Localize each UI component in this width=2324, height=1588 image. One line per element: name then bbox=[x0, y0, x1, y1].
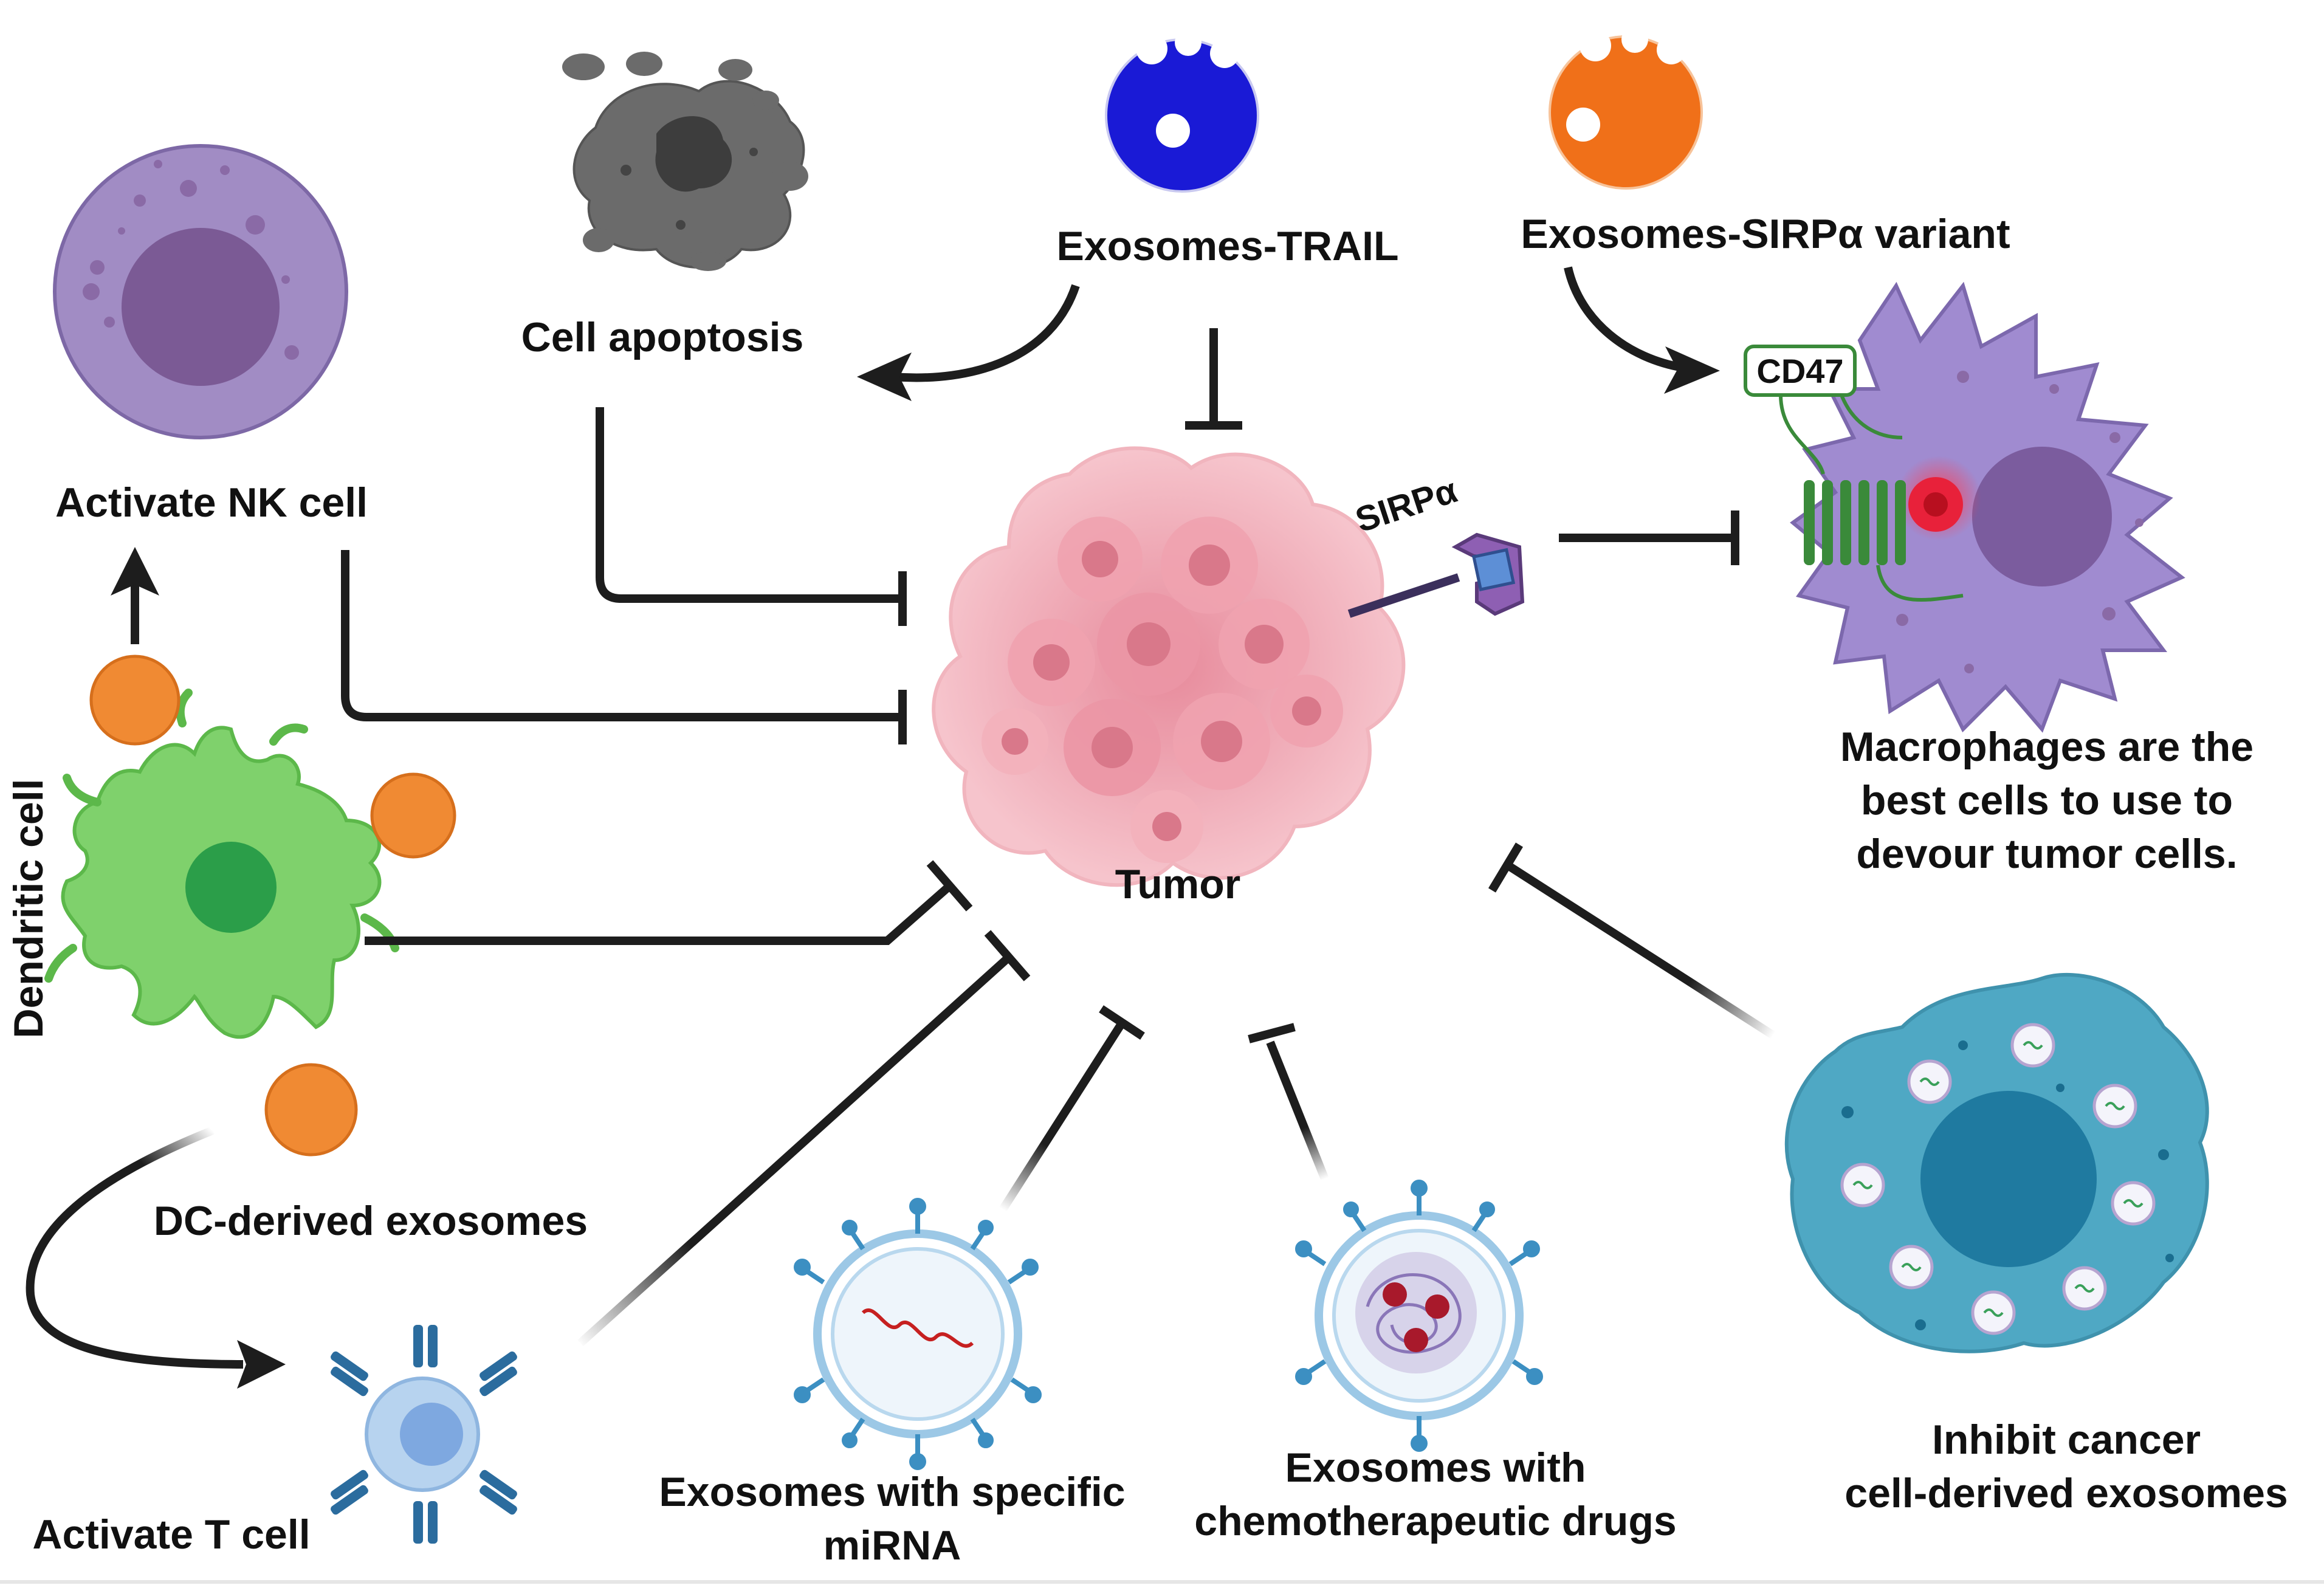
sirpa-inhibits-cd47 bbox=[1559, 510, 1739, 565]
chemo-label-line2: chemotherapeutic drugs bbox=[1194, 1498, 1677, 1544]
cancer-cell-icon bbox=[1784, 972, 2209, 1353]
dc-to-nk-arrow bbox=[111, 547, 159, 644]
sirpa-receptor-icon bbox=[1347, 532, 1525, 618]
mirna-label-line1: Exosomes with specific bbox=[659, 1469, 1125, 1515]
cd47-receptor-icon bbox=[1744, 345, 1964, 602]
dc-exosome-icons bbox=[89, 655, 456, 1157]
macrophage-icon bbox=[1790, 281, 2185, 733]
t-cell-icon bbox=[331, 1325, 517, 1544]
chemo-exosome-icon bbox=[1295, 1180, 1543, 1452]
cancer-label-line1: Inhibit cancer bbox=[1932, 1417, 2201, 1463]
trail-to-apoptosis-arrow bbox=[857, 284, 1080, 401]
macrophage-caption-line1: Macrophages are the bbox=[1840, 724, 2254, 770]
mirna-exosome-icon bbox=[794, 1198, 1042, 1470]
exosomes-sirpa-label: Exosomes-SIRPα variant bbox=[1521, 211, 2010, 257]
exosome-trail-icon bbox=[1105, 29, 1259, 193]
chemo-label-line1: Exosomes with bbox=[1285, 1445, 1586, 1491]
activate-t-label: Activate T cell bbox=[32, 1511, 310, 1558]
dc-exosome-3 bbox=[264, 1063, 358, 1157]
cancer-label-line2: cell-derived exosomes bbox=[1844, 1470, 2288, 1516]
tumor-label: Tumor bbox=[1115, 861, 1241, 907]
sirpa-label: SIRPα bbox=[1351, 470, 1462, 540]
sirpa-to-macrophage-arrow bbox=[1564, 266, 1720, 394]
mirna-label-line2: miRNA bbox=[823, 1522, 961, 1569]
dc-exosome-1 bbox=[89, 655, 180, 746]
dendritic-cell-label: Dendritic cell bbox=[5, 779, 52, 1038]
tumor-icon bbox=[932, 446, 1406, 887]
nk-inhibits-tumor bbox=[341, 550, 907, 744]
cd47-label: CD47 bbox=[1756, 352, 1843, 390]
macrophage-caption-line2: best cells to use to bbox=[1861, 777, 2233, 823]
dc-inhibits-tumor bbox=[365, 860, 973, 945]
chemo-inhibits-tumor bbox=[1248, 1023, 1329, 1181]
dc-exosomes-label: DC-derived exosomes bbox=[154, 1198, 588, 1244]
t-cell-inhibits-tumor bbox=[577, 930, 1031, 1347]
macrophage-caption-line3: devour tumor cells. bbox=[1856, 831, 2237, 877]
dc-to-t-cell-arrow bbox=[26, 1126, 286, 1389]
nk-cell-icon bbox=[53, 144, 348, 439]
apoptosis-cell-icon bbox=[562, 52, 808, 271]
exosomes-trail-label: Exosomes-TRAIL bbox=[1057, 223, 1399, 269]
dendritic-cell-icon bbox=[44, 689, 399, 1039]
cancer-inhibits-tumor bbox=[1488, 842, 1777, 1040]
exosome-sirpa-icon bbox=[1549, 26, 1703, 190]
apoptosis-inhibits-tumor bbox=[596, 407, 907, 626]
cell-apoptosis-label: Cell apoptosis bbox=[521, 314, 804, 360]
dc-exosome-2 bbox=[370, 772, 456, 859]
mirna-inhibits-tumor bbox=[999, 1005, 1145, 1212]
trail-inhibits-tumor bbox=[1185, 328, 1242, 430]
activate-nk-label: Activate NK cell bbox=[55, 479, 368, 526]
